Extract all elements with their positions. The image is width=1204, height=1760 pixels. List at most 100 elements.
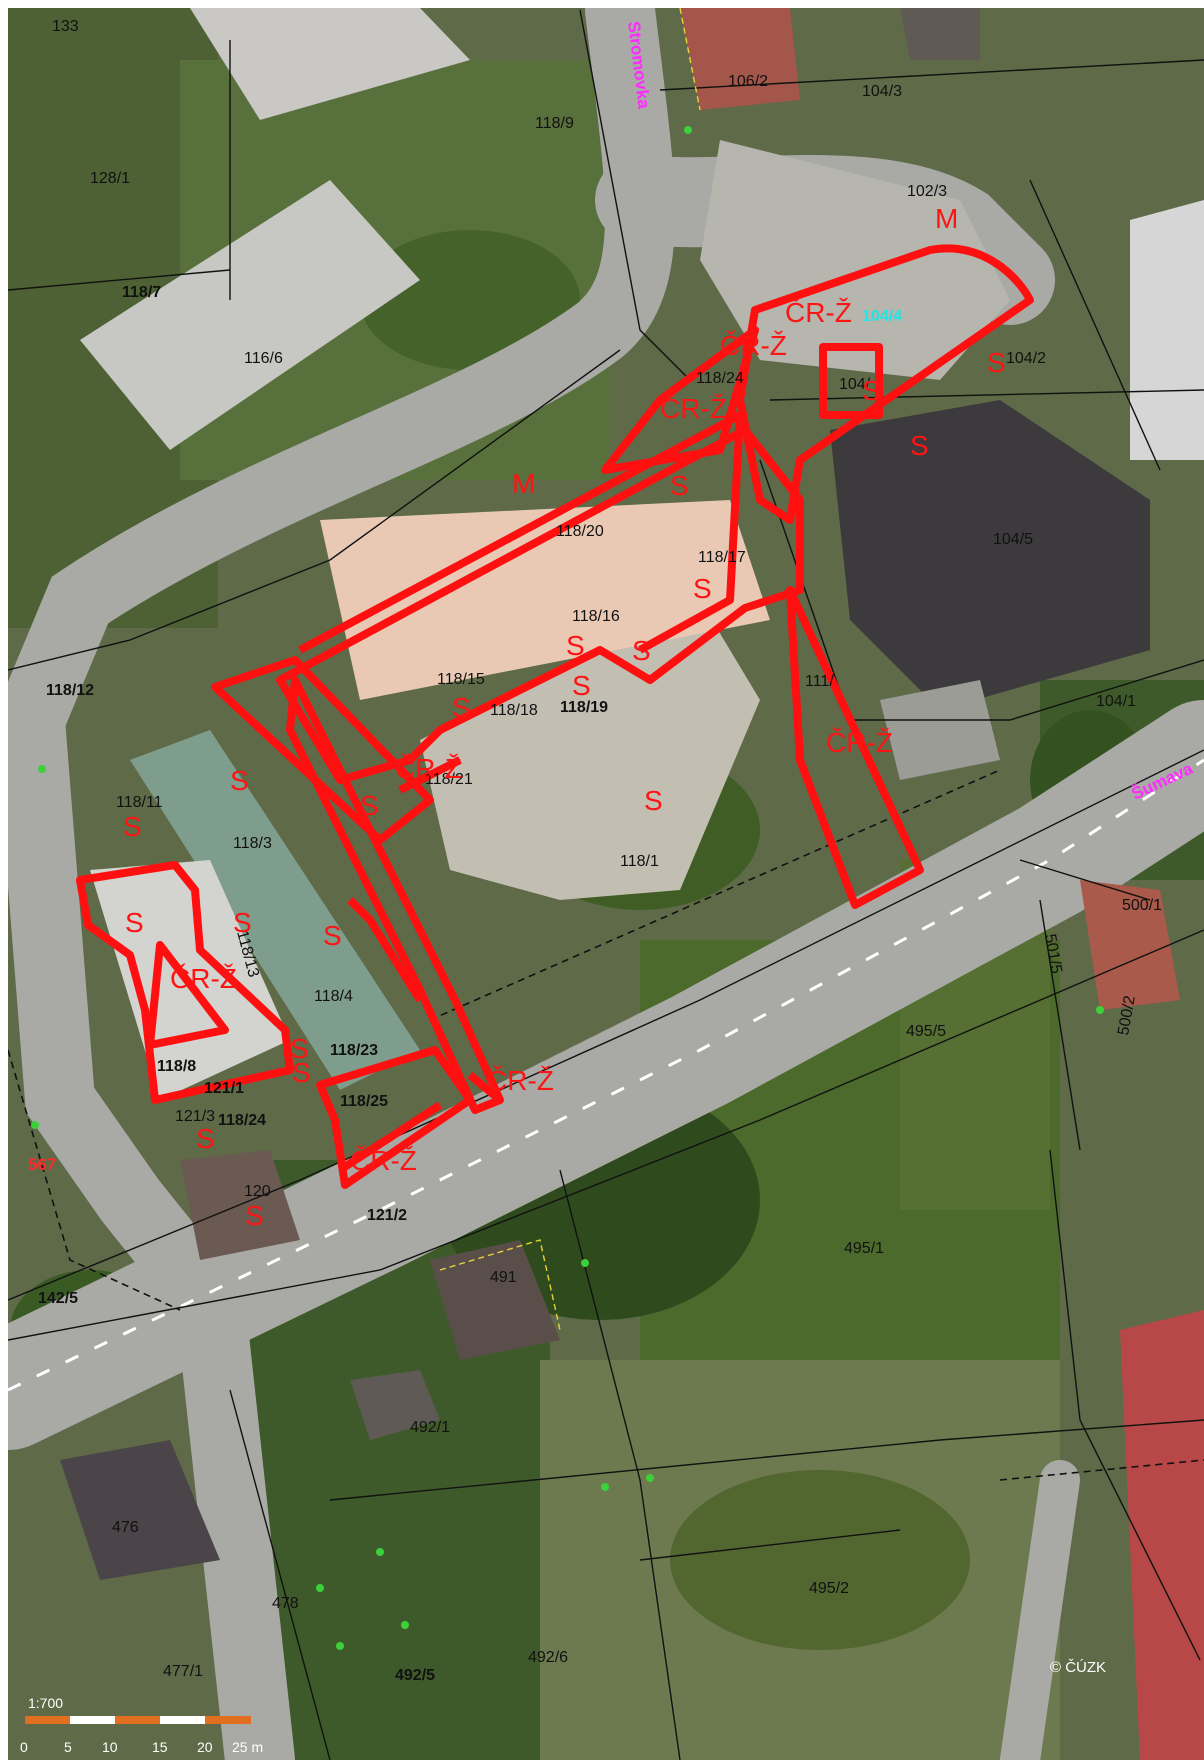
scale-tick: 15 [152, 1739, 168, 1755]
highlighted-parcel-label: 104/4 [862, 308, 902, 325]
parcel-label: 118/24 [696, 370, 744, 387]
parcel-label: 121/3 [175, 1108, 215, 1125]
parcel-label: 118/17 [698, 549, 746, 566]
zone-label-s: S [572, 670, 591, 701]
orthophoto-map[interactable]: 133 106/2 104/3 118/9 128/1 102/3 118/7 … [8, 8, 1204, 1760]
parcel-label: 142/5 [38, 1290, 78, 1307]
parcel-label: 118/24 [218, 1112, 266, 1129]
zone-label-s: S [245, 1200, 264, 1231]
zone-label-s: S [123, 811, 142, 842]
parcel-label: 118/3 [233, 835, 272, 852]
parcel-label: 121/2 [367, 1207, 407, 1224]
parcel-label: 120 [244, 1183, 271, 1200]
zone-label-s: S [693, 573, 712, 604]
parcel-label: 118/8 [157, 1058, 196, 1075]
zone-label-s: S [233, 907, 252, 938]
scale-tick: 0 [20, 1739, 28, 1755]
scale-ratio: 1:700 [28, 1695, 63, 1711]
parcel-label: 118/9 [535, 115, 574, 132]
copyright-label: © ČÚZK [1050, 1659, 1106, 1676]
zone-label-cr-z: ČR-Ž [170, 963, 237, 994]
parcel-label: 104/2 [1006, 350, 1046, 367]
zone-label-s: S [987, 347, 1006, 378]
parcel-label: 495/2 [809, 1580, 849, 1597]
boundary-points [31, 126, 1104, 1650]
zone-label-s: S [862, 375, 881, 406]
zone-label-s: S [360, 790, 379, 821]
zone-label-cr-z: ČR-Ž [350, 1145, 417, 1176]
scale-tick: 25 m [232, 1739, 263, 1755]
zone-label-s: S [323, 920, 342, 951]
building-layer [60, 8, 1204, 1760]
zone-label-s: S [452, 692, 471, 723]
zone-label-m: M [512, 468, 535, 499]
scale-tick: 20 [197, 1739, 213, 1755]
parcel-label: 477/1 [163, 1663, 203, 1680]
courtyard-pavement [420, 600, 760, 900]
parcel-label: 500/1 [1122, 897, 1162, 914]
zone-label-s: S [290, 1033, 309, 1064]
zone-label-s: S [125, 907, 144, 938]
parcel-label: 118/21 [425, 771, 473, 788]
map-frame[interactable]: 133 106/2 104/3 118/9 128/1 102/3 118/7 … [8, 8, 1204, 1760]
zone-label-m: M [935, 203, 958, 234]
zone-label-s: S [670, 470, 689, 501]
parcel-label: 111/ [805, 673, 834, 690]
zone-label-cr-z: ČR-Ž [720, 330, 787, 361]
parcel-label: 476 [112, 1519, 139, 1536]
cadastral-highlight-lines [439, 8, 701, 1331]
zone-label-cr-z: ČR-Ž [487, 1065, 554, 1096]
parcel-label: 491 [490, 1269, 517, 1286]
cadastral-dashed-lines [8, 769, 1204, 1481]
parcel-label: 104/1 [1096, 693, 1136, 710]
parcel-label: 118/12 [46, 682, 94, 699]
parking-lot [700, 140, 1010, 380]
parcel-label: 118/15 [437, 671, 485, 688]
parcel-label: 116/6 [244, 350, 283, 367]
parcel-labels: 133 106/2 104/3 118/9 128/1 102/3 118/7 … [28, 18, 1162, 1684]
zone-label-s: S [292, 1057, 311, 1088]
parcel-label: 104/ [839, 376, 871, 393]
parcel-label: 495/1 [844, 1240, 884, 1257]
parcel-label: 102/3 [907, 183, 947, 200]
zone-label-s: S [566, 630, 585, 661]
parcel-label: 478 [272, 1595, 299, 1612]
parcel-label: 121/1 [204, 1080, 244, 1097]
parcel-label: 133 [52, 18, 79, 35]
parcel-label: 118/16 [572, 608, 620, 625]
parcel-label: 128/1 [90, 170, 130, 187]
parcel-label: 495/5 [906, 1023, 946, 1040]
parcel-label: 118/1 [620, 853, 659, 870]
zone-labels: M M ČR-Ž ČR-Ž ČR-Ž ČR-Ž ČR-Ž ČR-Ž ČR-Ž Č… [123, 203, 1006, 1231]
parcel-label: 118/19 [560, 699, 608, 716]
parcel-label: 501/5 [1041, 933, 1065, 975]
parcel-label: 492/1 [410, 1419, 450, 1436]
zone-label-s: S [910, 430, 929, 461]
zone-label-cr-z: ČR-Ž [826, 727, 893, 758]
parcel-label: 106/2 [728, 73, 768, 90]
parcel-label: 492/6 [528, 1649, 568, 1666]
parcel-label: 118/18 [490, 702, 538, 719]
parcel-label: 567 [28, 1155, 56, 1174]
zone-label-s: S [644, 785, 663, 816]
zone-label-cr-z: ČR-Ž [660, 393, 727, 424]
zone-label-cr-z: ČR-Ž [785, 297, 852, 328]
parcel-label: 118/20 [556, 523, 604, 540]
zone-label-s: S [632, 635, 651, 666]
zone-label-s: S [196, 1123, 215, 1154]
parcel-label: 104/3 [862, 83, 902, 100]
zone-label-cr-z: ČR-Ž [395, 753, 462, 784]
scale-tick: 10 [102, 1739, 118, 1755]
parcel-label: 118/23 [330, 1042, 378, 1059]
parcel-label: 492/5 [395, 1667, 435, 1684]
cadastral-lines [8, 9, 1204, 1760]
road-markings [8, 758, 1204, 1392]
parcel-label: 104/5 [993, 531, 1033, 548]
parcel-label: 118/25 [340, 1093, 388, 1110]
parcel-label: 118/11 [116, 794, 163, 811]
scale-bar: 1:700 0 5 10 15 20 25 m [20, 1695, 263, 1755]
zone-label-s: S [230, 765, 249, 796]
parcel-label: 118/7 [122, 284, 161, 301]
scale-tick: 5 [64, 1739, 72, 1755]
zoning-outlines [76, 244, 1034, 1189]
